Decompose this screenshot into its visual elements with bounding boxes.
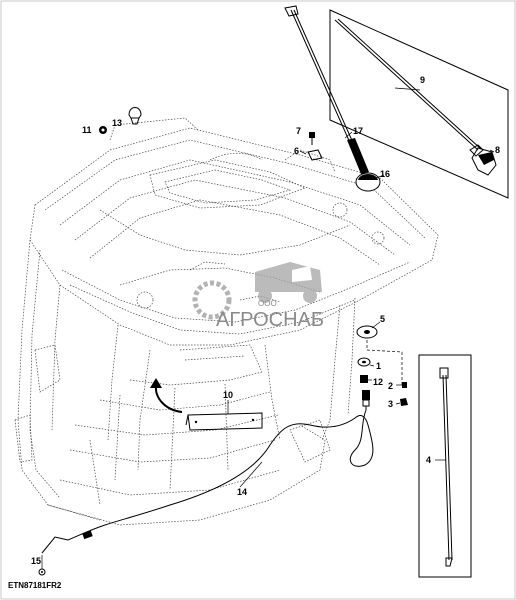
part-4-antenna-whip-panel xyxy=(418,354,472,578)
callout-16: 16 xyxy=(380,169,390,179)
part-14-antenna-cable xyxy=(41,398,374,554)
callout-9: 9 xyxy=(420,75,425,85)
cab-body xyxy=(14,239,356,526)
agrosnab-watermark-logo xyxy=(192,262,322,320)
part-6-clip xyxy=(299,149,323,161)
part-12-washer xyxy=(360,375,372,383)
part-13-plug xyxy=(128,107,142,125)
cable-connector xyxy=(362,390,370,407)
callout-4: 4 xyxy=(426,455,431,465)
callout-5: 5 xyxy=(380,314,385,324)
part-7-screw xyxy=(309,132,315,145)
callout-17: 17 xyxy=(353,126,363,136)
part-5-gasket xyxy=(356,321,381,339)
watermark-brand-text: АГРОСНАБ xyxy=(216,309,324,331)
callout-2: 2 xyxy=(388,381,393,391)
callout-7: 7 xyxy=(296,126,301,136)
part-10-bracket xyxy=(185,400,263,431)
part-1-nut xyxy=(357,357,375,367)
callout-14: 14 xyxy=(237,487,247,497)
callout-8: 8 xyxy=(495,145,500,155)
callout-6: 6 xyxy=(294,146,299,156)
callout-1: 1 xyxy=(376,361,381,371)
watermark-small-text: ООО xyxy=(258,299,277,308)
callout-11: 11 xyxy=(82,125,92,135)
callout-15: 15 xyxy=(31,556,41,566)
assembly-guide-line xyxy=(366,340,403,385)
callout-3: 3 xyxy=(388,399,393,409)
part-16-antenna-base xyxy=(355,172,385,192)
part-9-antenna-kit-panel xyxy=(329,9,509,199)
part-2-screw xyxy=(396,382,407,388)
part-11-nut xyxy=(99,126,107,134)
callout-12: 12 xyxy=(373,377,383,387)
drawing-reference-code: ETN87181FR2 xyxy=(8,581,62,590)
cab-roof xyxy=(29,117,439,346)
part-3-washer xyxy=(395,398,408,406)
callout-10: 10 xyxy=(223,390,233,400)
part-15-clip xyxy=(38,555,46,576)
callout-13: 13 xyxy=(112,118,122,128)
routing-arrow xyxy=(150,378,183,413)
